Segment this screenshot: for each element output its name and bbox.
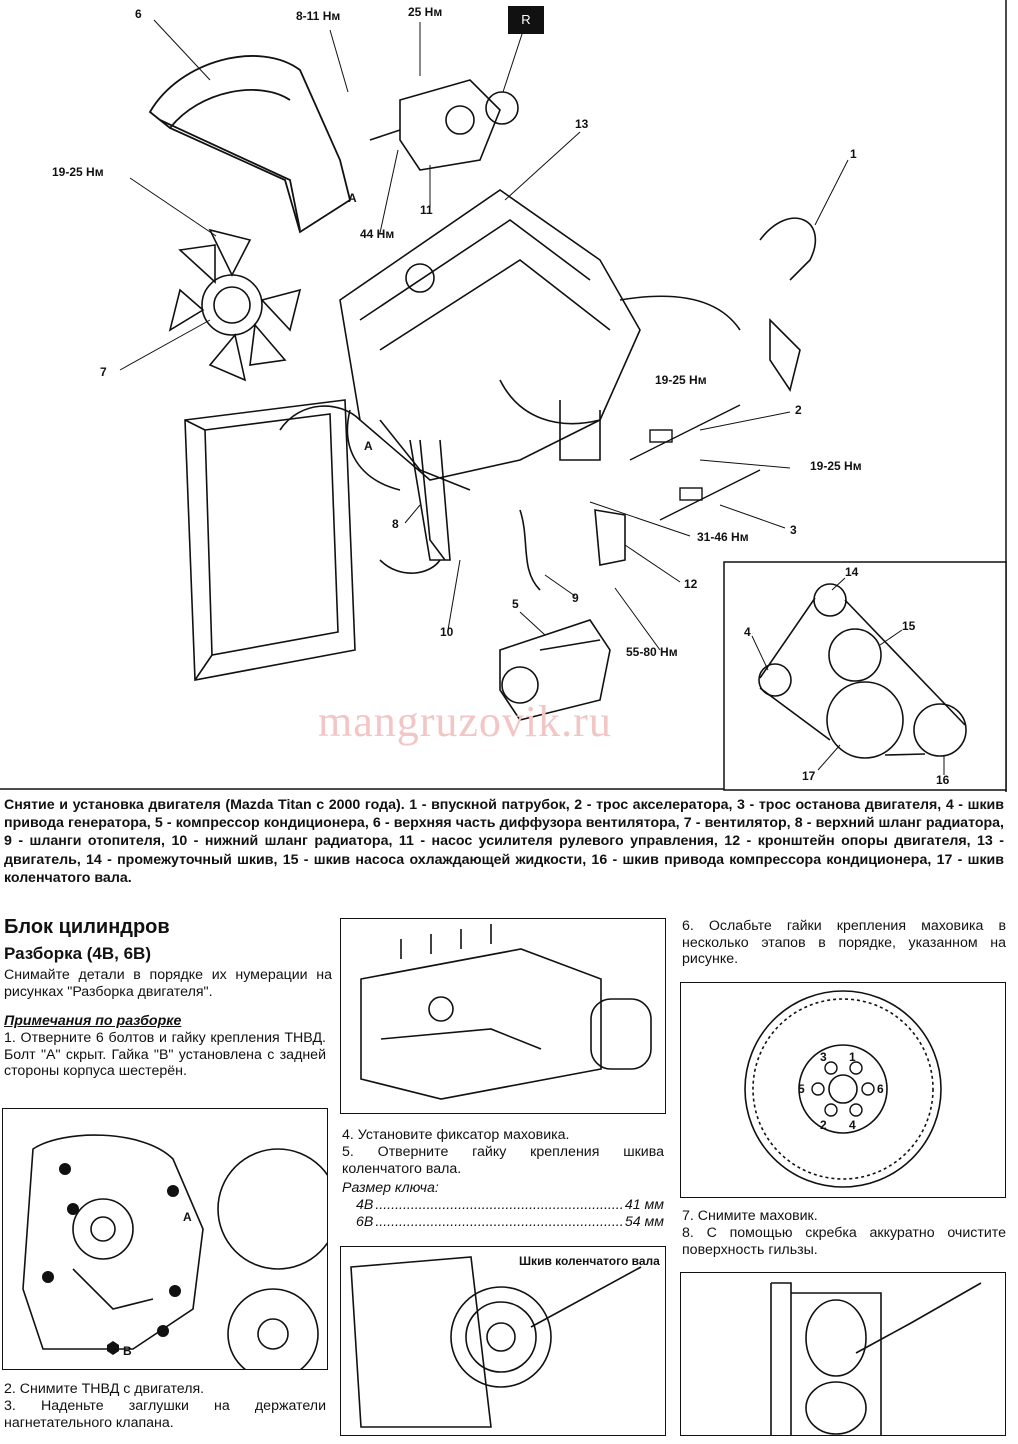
torque-55-80: 55-80 Нм [626,645,678,659]
ac-compressor-drawing [499,619,611,721]
figure-pump-bolts-svg: A B [22,1134,339,1380]
callout-12: 12 [684,577,698,591]
callout-4: 4 [744,625,751,639]
belt-inset-box [723,561,1007,791]
wrench-row-4b: 4B 41 мм [356,1197,664,1213]
callout-5: 5 [512,597,519,611]
torque-8-11: 8-11 Нм [296,9,340,23]
subsection-title: Разборка (4B, 6B) [4,944,151,963]
fan-drawing [168,228,302,382]
step-5: 5. Отверните гайку крепления шкива колен… [342,1144,664,1177]
flywheel-num-2: 2 [820,1118,827,1132]
engine-mount-bracket-drawing [594,509,626,566]
figure-pump-bolts: A B [2,1108,339,1380]
figure-flywheel: 3 1 5 6 2 4 [680,982,1006,1198]
torque-31-46: 31-46 Нм [697,530,749,544]
figure-crank-pulley-svg: Шкив коленчатого вала [350,1254,660,1428]
wrench-size-6b: 54 мм [624,1214,664,1230]
wrench-size-4b: 41 мм [624,1197,664,1213]
step-4: 4. Установите фиксатор маховика. [342,1127,570,1143]
figure-liner-cleaning [680,1272,1006,1436]
torque-44: 44 Нм [360,227,394,241]
callout-10: 10 [440,625,454,639]
step-7: 7. Снимите маховик. [682,1208,818,1224]
step-8: 8. С помощью скребка аккуратно очистите … [682,1225,1006,1258]
torque-19-25-left: 19-25 Нм [52,165,104,179]
callout-a-mid: A [364,439,373,453]
fig1-label-a: A [183,1210,192,1224]
hoses-drawing [279,217,817,591]
step-3: 3. Наденьте заглушки на держатели нагнет… [4,1398,326,1431]
callout-17: 17 [802,769,816,783]
callout-6: 6 [135,7,142,21]
callout-7: 7 [100,365,107,379]
callout-15: 15 [902,619,916,633]
figure-caption: Снятие и установка двигателя (Mazda Tita… [4,797,1004,886]
torque-19-25-right-top: 19-25 Нм [655,373,707,387]
fig1-label-b: B [123,1344,132,1358]
callout-9: 9 [572,591,579,605]
callout-3: 3 [790,523,797,537]
torque-19-25-right: 19-25 Нм [810,459,862,473]
steering-pump-drawing [369,79,519,171]
step-1: 1. Отверните 6 болтов и гайку крепления … [4,1030,326,1079]
engine-removal-diagram: 6 1 2 3 5 7 8 9 10 11 12 13 A A 14 15 4 … [0,0,1007,792]
figure-injection-pump-svg [360,924,652,1100]
wrench-row-6b: 6B 54 мм [356,1214,664,1230]
wrench-model-4b: 4B [356,1197,374,1213]
watermark: mangruzovik.ru [318,697,612,746]
radiator-drawing [184,399,356,681]
engine-removal-diagram-svg: 6 1 2 3 5 7 8 9 10 11 12 13 A A 14 15 4 … [0,0,1007,792]
callout-11: 11 [420,203,433,217]
r-badge: R [508,6,544,34]
callout-8: 8 [392,517,399,531]
step-2: 2. Снимите ТНВД с двигателя. [4,1381,205,1397]
intro-text: Снимайте детали в порядке их нумерации н… [4,967,332,1000]
flywheel-num-3: 3 [820,1050,827,1064]
fig3-label: Шкив коленчатого вала [519,1254,660,1268]
flywheel-num-6: 6 [877,1082,884,1096]
step-6: 6. Ослабьте гайки крепления маховика в н… [682,918,1006,967]
flywheel-num-5: 5 [798,1082,805,1096]
notes-title: Примечания по разборке [4,1013,182,1029]
torque-25: 25 Нм [408,5,442,19]
figure-flywheel-svg: 3 1 5 6 2 4 [744,990,942,1188]
callout-a-top: A [348,191,357,205]
engine-block-drawing [339,189,641,561]
callout-14: 14 [845,565,859,579]
flywheel-num-1: 1 [849,1050,856,1064]
callout-2: 2 [795,403,802,417]
wrench-model-6b: 6B [356,1214,374,1230]
fan-shroud-drawing [148,55,352,234]
throttle-cables-drawing [629,404,761,521]
callout-1: 1 [850,147,857,161]
flywheel-num-4: 4 [849,1118,856,1132]
callout-16: 16 [936,773,950,787]
figure-liner-cleaning-svg [770,1282,982,1435]
section-title: Блок цилиндров [4,916,170,938]
figure-injection-pump [340,918,666,1114]
figure-crank-pulley: Шкив коленчатого вала [340,1246,666,1436]
wrench-size-title: Размер ключа: [342,1180,439,1196]
callout-13: 13 [575,117,589,131]
